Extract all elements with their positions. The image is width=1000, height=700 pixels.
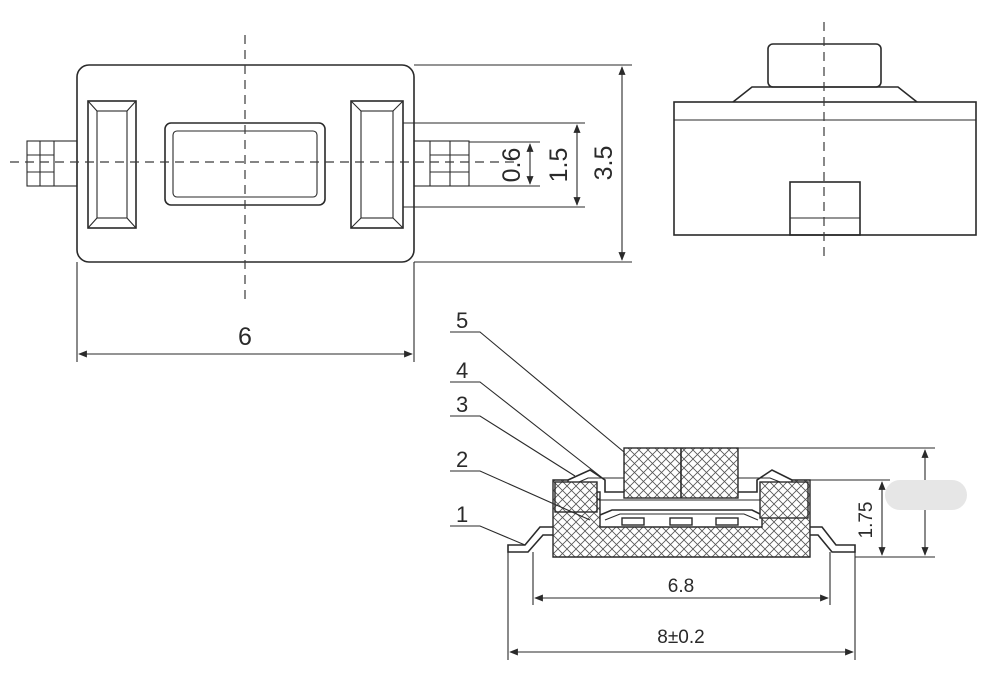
dim-body-label: 6.8 <box>668 576 694 597</box>
dimension-6: 6 <box>78 323 413 358</box>
dimension-1-75: 1.75 <box>856 481 886 556</box>
dim-width-label: 6 <box>238 323 252 351</box>
callout-5: 5 <box>456 308 468 333</box>
side-view-body <box>673 101 977 236</box>
dim-base-height-label: 1.75 <box>856 502 877 539</box>
side-view-terminal <box>789 181 861 236</box>
dimension-8: 8±0.2 <box>509 627 854 656</box>
callout-3: 3 <box>456 392 468 417</box>
dim-overall-label: 8±0.2 <box>657 627 704 648</box>
callout-4: 4 <box>456 358 468 383</box>
top-view: 3.5 1.5 0.6 6 <box>10 35 632 362</box>
dimension-0-6: 0.6 <box>498 143 534 185</box>
section-lead-right <box>810 526 856 553</box>
callout-1: 1 <box>456 502 468 527</box>
section-view: 5 4 3 2 1 6.8 8±0.2 1.75 <box>450 308 935 660</box>
callout-2: 2 <box>456 447 468 472</box>
section-lead-left <box>507 526 553 553</box>
side-view-button <box>767 43 882 88</box>
callouts: 5 4 3 2 1 <box>450 308 625 546</box>
dim-terminal-label: 0.6 <box>498 148 526 183</box>
side-view <box>673 22 977 262</box>
dim-inner-label: 1.5 <box>545 148 573 183</box>
scroll-indicator[interactable] <box>885 480 967 510</box>
left-slot <box>87 100 137 229</box>
side-view-shoulder <box>732 86 918 103</box>
right-terminal <box>413 140 470 187</box>
section-contact <box>599 509 763 516</box>
right-slot <box>350 100 404 229</box>
dimension-6-8: 6.8 <box>534 576 829 602</box>
dim-height-label: 3.5 <box>590 146 618 181</box>
left-terminal <box>26 140 78 187</box>
dimension-3-5: 3.5 <box>590 66 626 261</box>
dimension-1-5: 1.5 <box>545 124 581 206</box>
